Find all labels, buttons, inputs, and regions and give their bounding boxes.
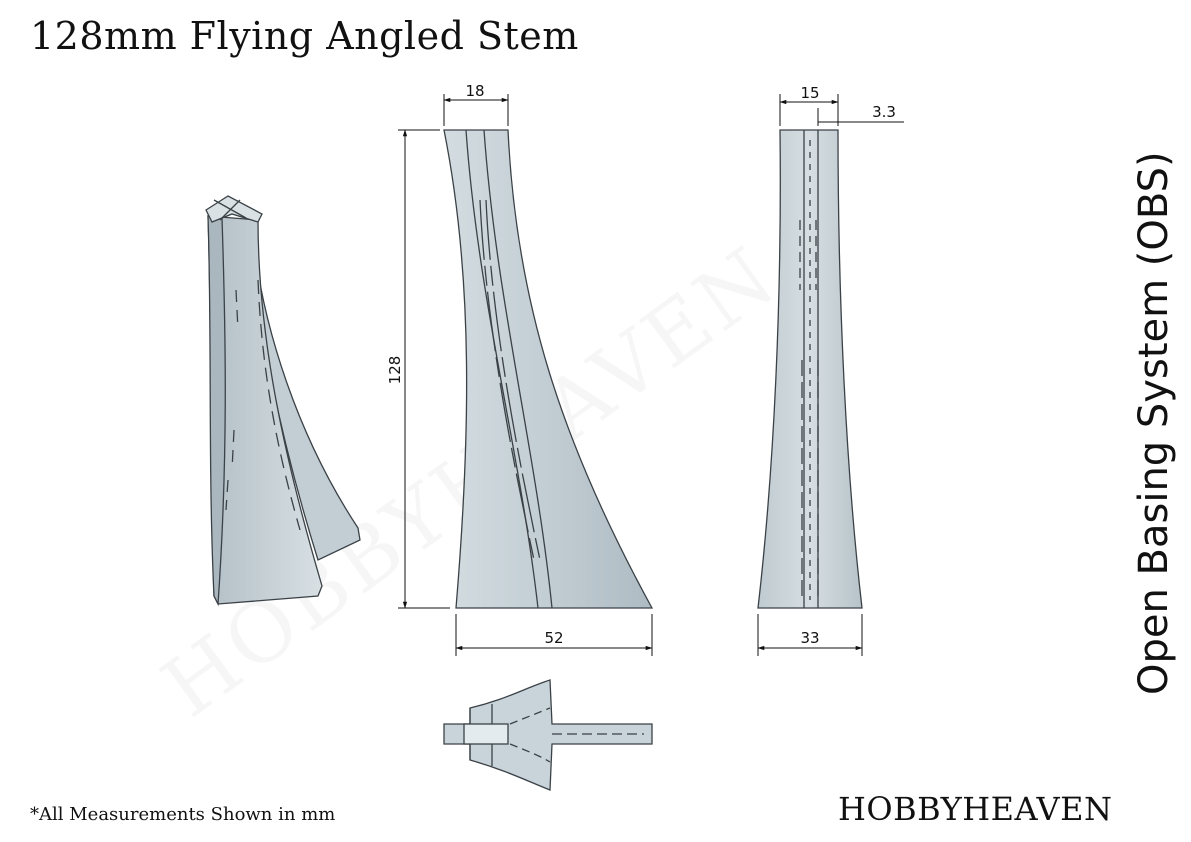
isometric-view (205, 195, 361, 607)
dim-top-width-front: 18 (465, 82, 484, 100)
dim-slot-width: 3.3 (872, 103, 896, 121)
page-title: 128mm Flying Angled Stem (30, 14, 579, 58)
dim-height: 128 (386, 356, 404, 385)
side-view (757, 129, 863, 609)
brand-logo: HOBBYHEAVEN (838, 790, 1113, 828)
top-view (443, 679, 653, 791)
footnote: *All Measurements Shown in mm (30, 804, 336, 825)
side-title: Open Basing System (OBS) (1131, 151, 1177, 695)
front-dimensions (398, 94, 653, 656)
dim-top-width-side: 15 (800, 84, 819, 102)
dim-base-width-side: 33 (800, 629, 819, 647)
side-dimensions (757, 94, 904, 656)
dim-base-width-front: 52 (544, 629, 563, 647)
front-view (443, 129, 654, 609)
